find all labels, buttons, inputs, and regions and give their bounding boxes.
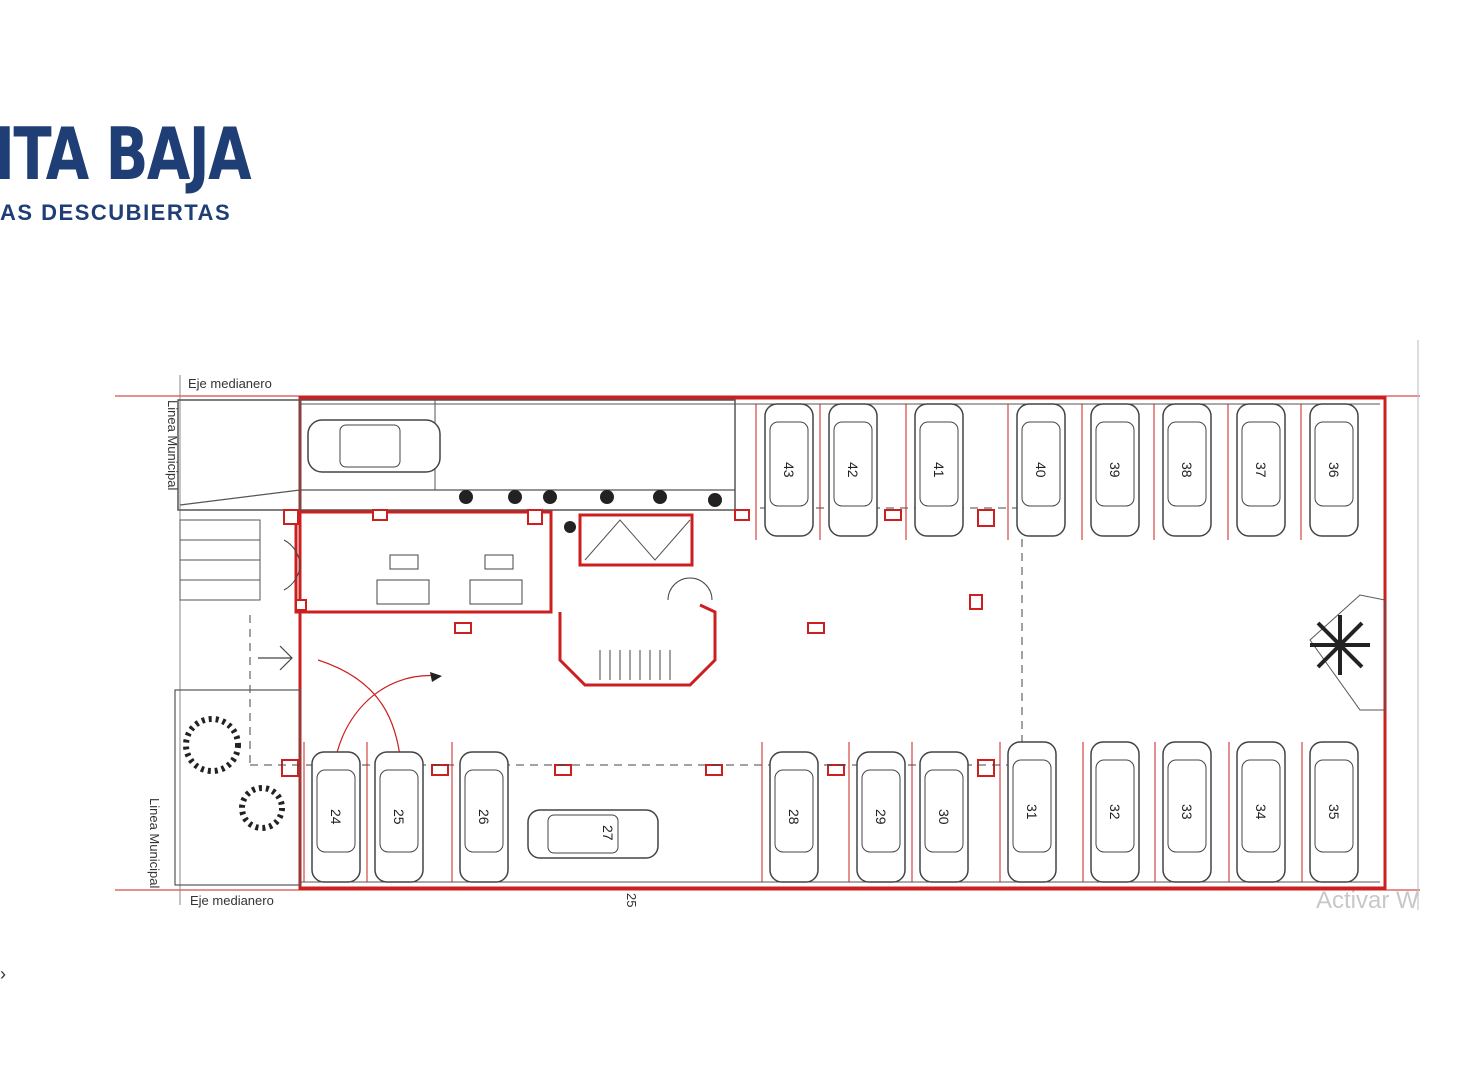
parking-space-32: 32 (1090, 741, 1140, 883)
parking-space-24: 24 (311, 751, 361, 883)
space-number: 25 (391, 809, 407, 825)
bottom-parking-row: 24 25 26 27 28 29 30 31 32 33 34 35 (303, 741, 1359, 883)
space-number: 41 (931, 462, 947, 478)
space-number: 33 (1179, 804, 1195, 820)
space-number: 38 (1179, 462, 1195, 478)
entry-arrow-icon (258, 645, 293, 671)
parking-space-41: 41 (914, 403, 964, 537)
dashed-lines (249, 507, 1023, 770)
space-number: 42 (845, 462, 861, 478)
label-linea-bottom: Linea Municipal (147, 798, 162, 888)
car-driveway (307, 419, 441, 473)
columns (281, 509, 995, 777)
ramp-edge (179, 489, 735, 506)
star-plant-icon (1310, 615, 1370, 675)
parking-space-43: 43 (764, 403, 814, 537)
parking-space-33: 33 (1162, 741, 1212, 883)
lobby-table-1 (389, 554, 419, 570)
planter (174, 689, 301, 886)
space-number: 24 (328, 809, 344, 825)
top-parking-row: 43 42 41 40 39 38 37 36 (755, 403, 1359, 540)
label-eje-top: Eje medianero (188, 376, 272, 391)
space-number: 36 (1326, 462, 1342, 478)
parking-space-31: 31 (1007, 741, 1057, 883)
watermark: Activar W (1316, 887, 1419, 914)
parking-space-30: 30 (919, 751, 969, 883)
arrowhead-icon (430, 672, 442, 682)
parking-space-27: 27 (527, 809, 659, 859)
space-number: 39 (1107, 462, 1123, 478)
parking-space-25: 25 (374, 751, 424, 883)
label-eje-bottom: Eje medianero (190, 893, 274, 908)
elevator-core (578, 513, 694, 567)
core-door (667, 577, 713, 601)
parking-space-40: 40 (1016, 403, 1066, 537)
parking-space-38: 38 (1162, 403, 1212, 537)
space-number: 37 (1253, 462, 1269, 478)
sofa-2 (469, 579, 523, 605)
lobby-table-2 (484, 554, 514, 570)
label-linea-top: Linea Municipal (165, 400, 180, 490)
corner-mark: › (0, 964, 6, 984)
palm-icon (183, 716, 285, 831)
entry-ramp (177, 399, 301, 511)
lobby (294, 510, 553, 614)
parking-space-42: 42 (828, 403, 878, 537)
space-number: 43 (781, 462, 797, 478)
space-number: 40 (1033, 462, 1049, 478)
stair-steps (599, 650, 671, 680)
space-number: 26 (476, 809, 492, 825)
parking-space-35: 35 (1309, 741, 1359, 883)
stair-core (558, 603, 717, 687)
parking-space-29: 29 (856, 751, 906, 883)
page-title: ITA BAJA (0, 112, 252, 196)
space-number: 27 (600, 825, 616, 841)
entry-door (283, 539, 301, 591)
space-number: 35 (1326, 804, 1342, 820)
space-number: 30 (936, 809, 952, 825)
parking-space-26: 26 (459, 751, 509, 883)
parking-space-34: 34 (1236, 741, 1286, 883)
driveway (299, 399, 736, 511)
sofa-1 (376, 579, 430, 605)
right-stair (1309, 594, 1386, 711)
parking-space-39: 39 (1090, 403, 1140, 537)
page-subtitle: AS DESCUBIERTAS (0, 200, 232, 225)
space-number: 29 (873, 809, 889, 825)
space-number: 34 (1253, 804, 1269, 820)
parking-space-36: 36 (1309, 403, 1359, 537)
space-number: 31 (1024, 804, 1040, 820)
dimension-label: 25 (624, 893, 639, 907)
parking-space-28: 28 (769, 751, 819, 883)
space-number: 28 (786, 809, 802, 825)
parking-space-37: 37 (1236, 403, 1286, 537)
space-number: 32 (1107, 804, 1123, 820)
shrub-row-icon (459, 490, 722, 533)
